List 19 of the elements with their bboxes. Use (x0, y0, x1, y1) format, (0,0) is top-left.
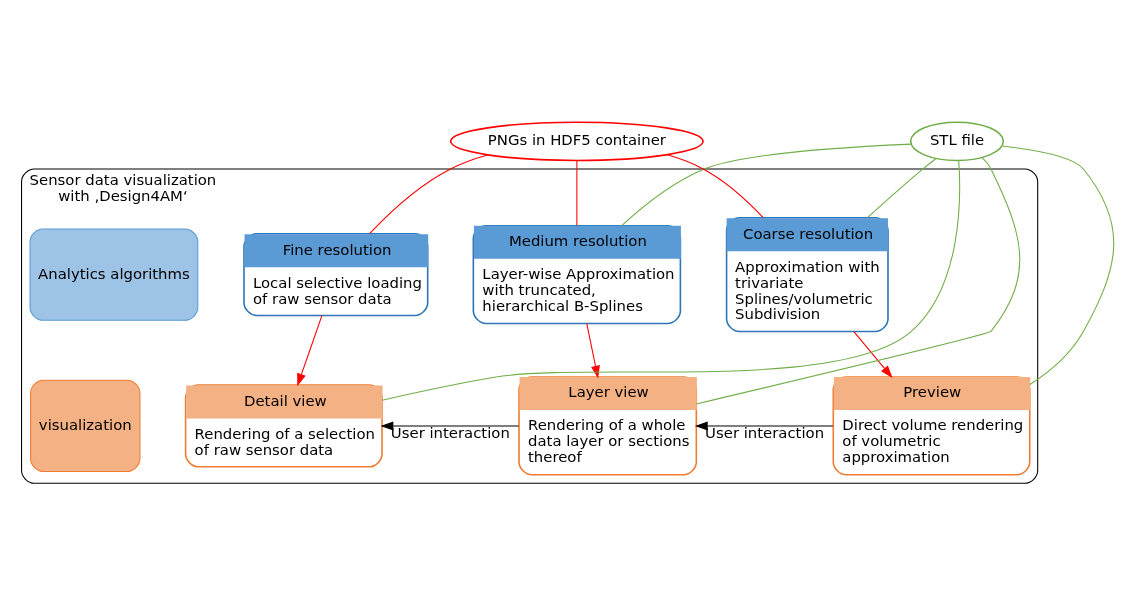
connector (576, 160, 578, 227)
arrow (853, 331, 893, 379)
edge-label: User interaction (390, 423, 510, 442)
node-box: Analytics algorithms (29, 228, 199, 321)
connector (381, 160, 961, 401)
arrow (380, 421, 520, 431)
node-ellipse: STL file (909, 121, 1005, 162)
connector (667, 154, 764, 219)
edge-label: User interaction (705, 423, 825, 442)
arrow (694, 421, 834, 431)
arrow (586, 323, 600, 379)
node-ellipse: PNGs in HDF5 container (449, 121, 704, 162)
connector (1001, 145, 1115, 386)
connector (369, 154, 488, 235)
connector (695, 157, 1021, 405)
arrow (297, 315, 323, 387)
connector (867, 157, 937, 219)
node-box: visualization (30, 379, 141, 473)
connector (621, 143, 912, 227)
